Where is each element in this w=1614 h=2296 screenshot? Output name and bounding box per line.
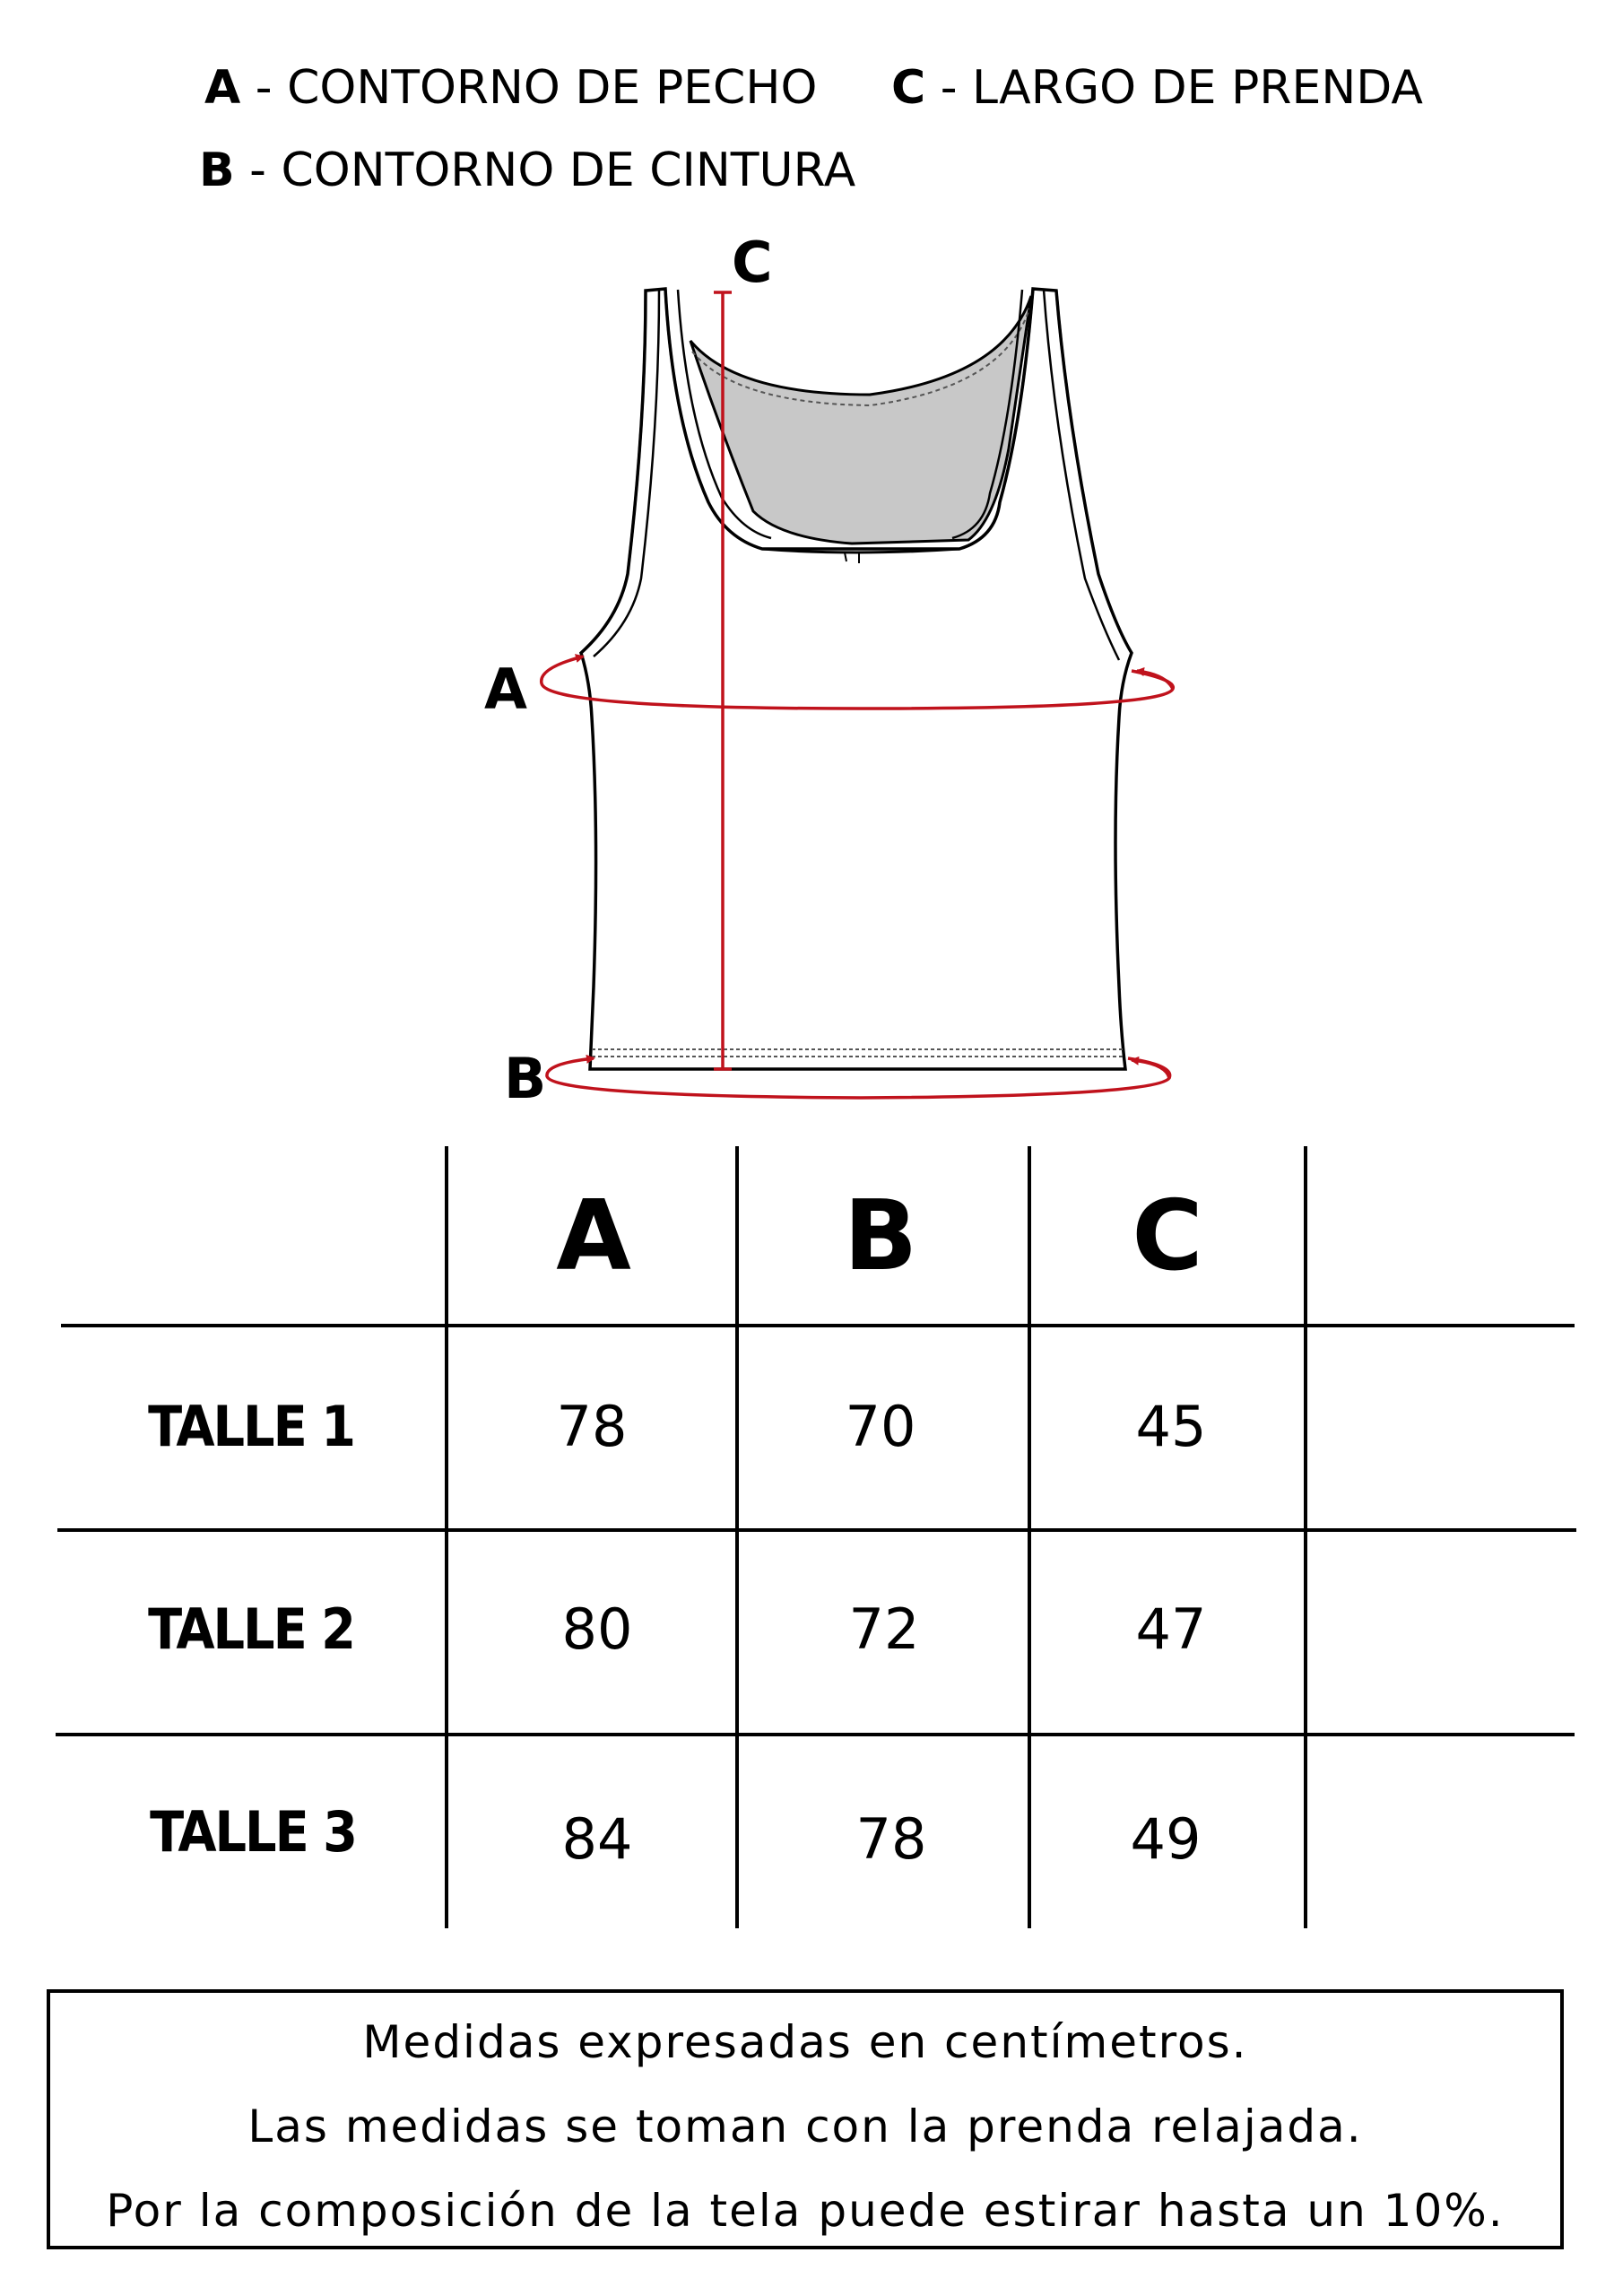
note-line-stretch: Por la composición de la tela puede esti… <box>106 2185 1505 2237</box>
legend-text-b: - CONTORNO DE CINTURA <box>249 144 856 197</box>
table-cell: 72 <box>848 1596 920 1662</box>
row-label-talle-2: TALLE 2 <box>148 1596 356 1662</box>
garment-diagram <box>540 287 1175 1100</box>
table-divider <box>735 1146 739 1928</box>
table-cell: 70 <box>845 1394 916 1459</box>
table-cell: 78 <box>556 1394 628 1459</box>
legend-text-c: - LARGO DE PRENDA <box>940 61 1423 115</box>
chest-ellipse-a <box>540 654 1175 710</box>
table-cell: 80 <box>561 1596 633 1662</box>
diagram-label-b: B <box>504 1046 547 1111</box>
table-cell: 45 <box>1135 1394 1207 1459</box>
note-line-relaxed: Las medidas se toman con la prenda relaj… <box>247 2100 1363 2152</box>
legend-item-a: A - CONTORNO DE PECHO <box>204 65 817 111</box>
table-divider <box>1304 1146 1307 1928</box>
row-label-talle-3: TALLE 3 <box>150 1799 358 1865</box>
column-header-c: C <box>1132 1180 1203 1292</box>
legend-item-c: C - LARGO DE PRENDA <box>891 65 1423 111</box>
waist-arrow-right <box>1130 1056 1171 1079</box>
diagram-label-a: A <box>484 657 527 722</box>
table-cell: 49 <box>1130 1806 1202 1872</box>
table-cell: 84 <box>561 1806 633 1872</box>
legend-key-a: A <box>204 61 241 115</box>
table-divider <box>56 1733 1575 1736</box>
right-strap-binding <box>1054 290 1133 654</box>
table-divider <box>57 1528 1576 1532</box>
table-divider <box>445 1146 448 1928</box>
legend-text-a: - CONTORNO DE PECHO <box>255 61 818 115</box>
table-cell: 78 <box>855 1806 927 1872</box>
table-cell: 47 <box>1135 1596 1207 1662</box>
column-header-a: A <box>556 1180 631 1292</box>
legend-item-b: B - CONTORNO DE CINTURA <box>199 147 855 194</box>
table-divider <box>1028 1146 1031 1928</box>
front-neckline <box>761 547 960 554</box>
row-label-talle-1: TALLE 1 <box>148 1394 356 1459</box>
diagram-label-c: C <box>732 230 773 295</box>
back-lining <box>689 295 1033 545</box>
chest-arrow-right <box>1135 667 1175 690</box>
legend-key-b: B <box>199 144 235 197</box>
note-line-units: Medidas expresadas en centímetros. <box>362 2016 1248 2068</box>
legend-key-c: C <box>891 61 926 115</box>
table-divider <box>61 1324 1575 1327</box>
left-strap-binding <box>579 290 647 655</box>
waist-ellipse-b <box>545 1054 1172 1100</box>
column-header-b: B <box>843 1180 918 1292</box>
notes-box: Medidas expresadas en centímetros. Las m… <box>47 1989 1564 2249</box>
